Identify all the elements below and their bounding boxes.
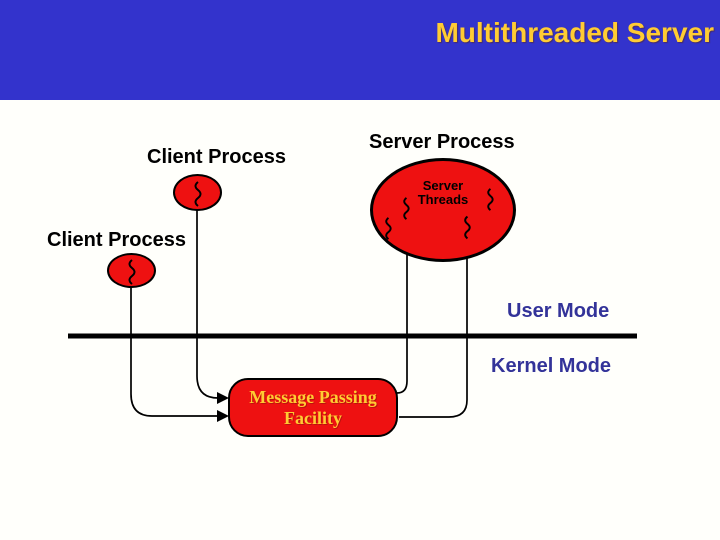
thread-squiggle-icon [194,181,202,207]
thread-squiggle-icon [464,215,471,240]
kernel-mode-label: Kernel Mode [491,355,612,377]
client2-connector-line [130,283,217,417]
server-threads-label: Server Threads [417,178,469,207]
message-passing-facility-label: Message Passing Facility [249,386,377,428]
client-process-ellipse-1 [173,174,222,211]
message-passing-facility-box: Message Passing Facility [228,378,398,437]
slide-title: Multithreaded Server [435,17,714,48]
thread-squiggle-icon [385,217,392,240]
server-connector-line-left [396,252,408,394]
user-mode-label: User Mode [507,300,610,322]
client1-arrowhead-icon [217,392,229,404]
client1-connector-line [196,205,219,399]
server-connector-line-right [399,254,468,418]
thread-squiggle-icon [403,197,410,220]
thread-squiggle-icon [487,188,494,211]
client2-arrowhead-icon [217,410,229,422]
server-process-label: Server Process [369,131,515,153]
client-process-label-2: Client Process [47,229,186,251]
slide-header: Multithreaded Server [0,0,720,100]
thread-squiggle-icon [128,259,136,285]
client-process-label-1: Client Process [147,146,286,168]
server-process-ellipse: Server Threads [370,158,516,262]
client-process-ellipse-2 [107,253,156,288]
